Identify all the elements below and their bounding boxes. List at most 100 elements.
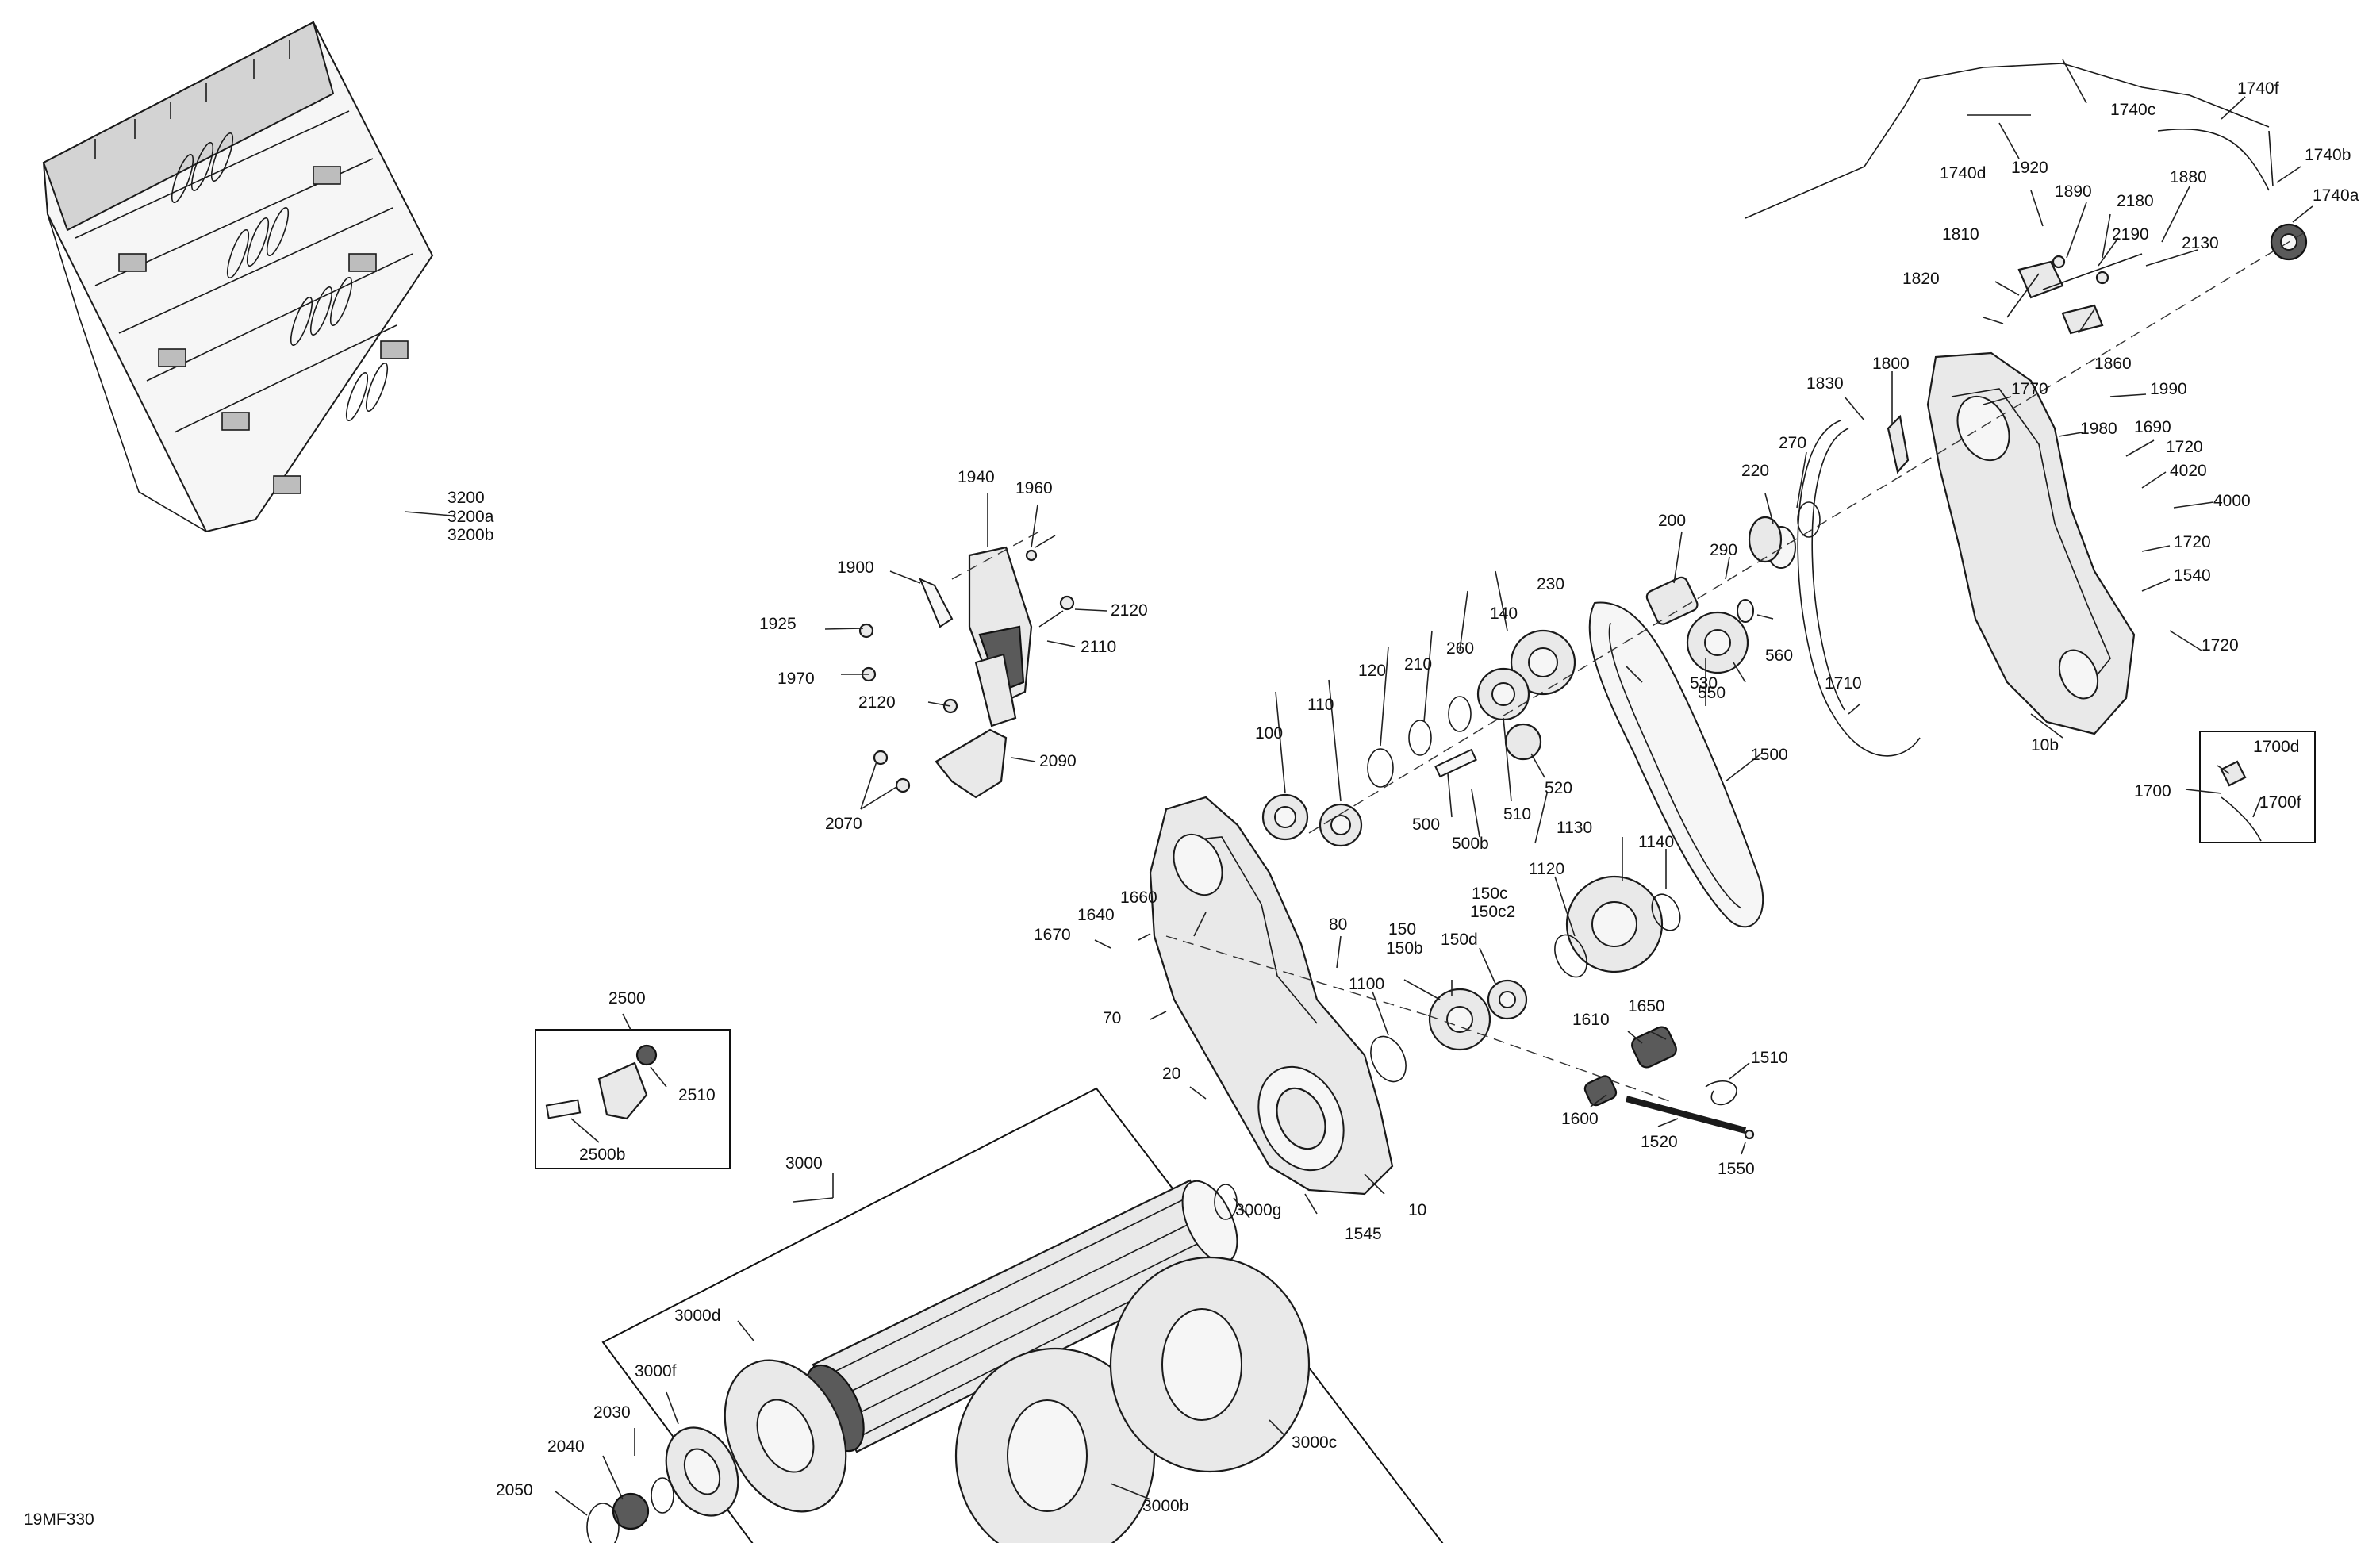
label-1900: 1900 bbox=[837, 558, 874, 577]
skid-bracket-group bbox=[858, 535, 1075, 799]
label-1920: 1920 bbox=[2011, 159, 2048, 177]
label-1740f: 1740f bbox=[2237, 79, 2279, 98]
label-1600: 1600 bbox=[1561, 1110, 1599, 1128]
label-1720-b: 1720 bbox=[2174, 533, 2211, 551]
label-1990: 1990 bbox=[2150, 380, 2187, 398]
label-1970: 1970 bbox=[777, 670, 815, 688]
label-2500: 2500 bbox=[608, 989, 646, 1008]
driveshaft-assembly-box bbox=[586, 1087, 1444, 1543]
label-1925: 1925 bbox=[759, 615, 797, 633]
label-4020: 4020 bbox=[2170, 462, 2207, 480]
label-1700: 1700 bbox=[2134, 782, 2171, 800]
label-1130: 1130 bbox=[1557, 819, 1592, 837]
label-1830: 1830 bbox=[1806, 374, 1844, 393]
label-1610: 1610 bbox=[1572, 1011, 1610, 1029]
detail-box-1700-parts bbox=[2220, 760, 2262, 842]
label-210: 210 bbox=[1404, 655, 1432, 674]
label-1710: 1710 bbox=[1825, 674, 1862, 693]
label-2040: 2040 bbox=[547, 1437, 585, 1456]
label-10b: 10b bbox=[2031, 736, 2059, 754]
label-20: 20 bbox=[1162, 1065, 1180, 1083]
label-2500b: 2500b bbox=[579, 1146, 625, 1164]
label-1770: 1770 bbox=[2011, 380, 2048, 398]
label-2070: 2070 bbox=[825, 815, 862, 833]
label-1640: 1640 bbox=[1077, 906, 1115, 924]
label-1740c: 1740c bbox=[2110, 101, 2155, 119]
label-1100: 1100 bbox=[1349, 975, 1384, 993]
label-120: 120 bbox=[1358, 662, 1386, 680]
label-1540: 1540 bbox=[2174, 566, 2211, 585]
label-3000f: 3000f bbox=[635, 1362, 677, 1380]
label-530: 530 bbox=[1690, 674, 1718, 693]
label-150: 150 bbox=[1388, 920, 1416, 938]
label-2030: 2030 bbox=[593, 1403, 631, 1422]
label-2190: 2190 bbox=[2112, 225, 2149, 244]
label-150c2: 150c2 bbox=[1470, 903, 1515, 921]
label-1740b: 1740b bbox=[2305, 146, 2351, 164]
label-2120-b: 2120 bbox=[858, 693, 896, 712]
label-1140: 1140 bbox=[1638, 833, 1674, 851]
label-2120-a: 2120 bbox=[1111, 601, 1148, 620]
label-2510: 2510 bbox=[678, 1086, 716, 1104]
label-290: 290 bbox=[1710, 541, 1737, 559]
label-1800: 1800 bbox=[1872, 355, 1910, 373]
tensioner-and-shaft bbox=[1583, 1026, 1755, 1140]
assembly-axis-lines bbox=[951, 229, 2309, 1104]
label-1690: 1690 bbox=[2134, 418, 2171, 436]
drive-chain-and-gears bbox=[1261, 501, 1821, 1083]
label-150b: 150b bbox=[1386, 939, 1423, 958]
label-70: 70 bbox=[1103, 1009, 1121, 1027]
chaincase-inner-housing bbox=[1797, 351, 2136, 757]
label-1670: 1670 bbox=[1034, 926, 1071, 944]
label-1545: 1545 bbox=[1345, 1225, 1382, 1243]
label-80: 80 bbox=[1329, 915, 1347, 934]
label-520: 520 bbox=[1545, 779, 1572, 797]
label-1820: 1820 bbox=[1902, 270, 1940, 288]
label-1550: 1550 bbox=[1718, 1160, 1755, 1178]
label-3000c: 3000c bbox=[1292, 1434, 1337, 1452]
label-1510: 1510 bbox=[1751, 1049, 1788, 1067]
label-1740a: 1740a bbox=[2313, 186, 2359, 205]
label-1940: 1940 bbox=[958, 468, 995, 486]
label-2090: 2090 bbox=[1039, 752, 1077, 770]
label-1700d: 1700d bbox=[2253, 738, 2299, 756]
label-220: 220 bbox=[1741, 462, 1769, 480]
label-2130: 2130 bbox=[2182, 234, 2219, 252]
label-1960: 1960 bbox=[1015, 479, 1053, 497]
label-1720-a: 1720 bbox=[2166, 438, 2203, 456]
label-1810: 1810 bbox=[1942, 225, 1979, 244]
label-2110: 2110 bbox=[1081, 638, 1116, 656]
label-560: 560 bbox=[1765, 647, 1793, 665]
label-3200b: 3200b bbox=[447, 526, 493, 544]
label-4000: 4000 bbox=[2213, 492, 2251, 510]
label-1660: 1660 bbox=[1120, 889, 1157, 907]
label-270: 270 bbox=[1779, 434, 1806, 452]
label-500b: 500b bbox=[1452, 835, 1489, 853]
label-150d: 150d bbox=[1441, 931, 1478, 949]
label-1650: 1650 bbox=[1628, 997, 1665, 1015]
label-2180: 2180 bbox=[2117, 192, 2154, 210]
label-3000b: 3000b bbox=[1142, 1497, 1188, 1515]
label-150c: 150c bbox=[1472, 885, 1508, 903]
label-10: 10 bbox=[1408, 1201, 1426, 1219]
label-1880: 1880 bbox=[2170, 168, 2207, 186]
label-3000: 3000 bbox=[785, 1154, 823, 1173]
label-3000d: 3000d bbox=[674, 1307, 720, 1325]
label-3200: 3200 bbox=[447, 489, 485, 507]
label-1740d: 1740d bbox=[1940, 164, 1986, 182]
label-140: 140 bbox=[1490, 605, 1518, 623]
detail-box-2500 bbox=[535, 1029, 731, 1169]
label-1720-c: 1720 bbox=[2202, 636, 2239, 654]
part-number-labels: 3200 3200a 3200b 1940 1960 1900 1925 197… bbox=[24, 79, 2359, 1529]
figure-code: 19MF330 bbox=[24, 1510, 94, 1529]
label-510: 510 bbox=[1503, 805, 1531, 823]
chaincase-outer-cover bbox=[1149, 796, 1394, 1196]
label-230: 230 bbox=[1537, 575, 1564, 593]
label-1520: 1520 bbox=[1641, 1133, 1678, 1151]
label-200: 200 bbox=[1658, 512, 1686, 530]
track-illustration bbox=[42, 21, 434, 533]
label-1700f: 1700f bbox=[2259, 793, 2301, 812]
label-1120: 1120 bbox=[1529, 860, 1564, 878]
leader-lines bbox=[404, 59, 2313, 1516]
